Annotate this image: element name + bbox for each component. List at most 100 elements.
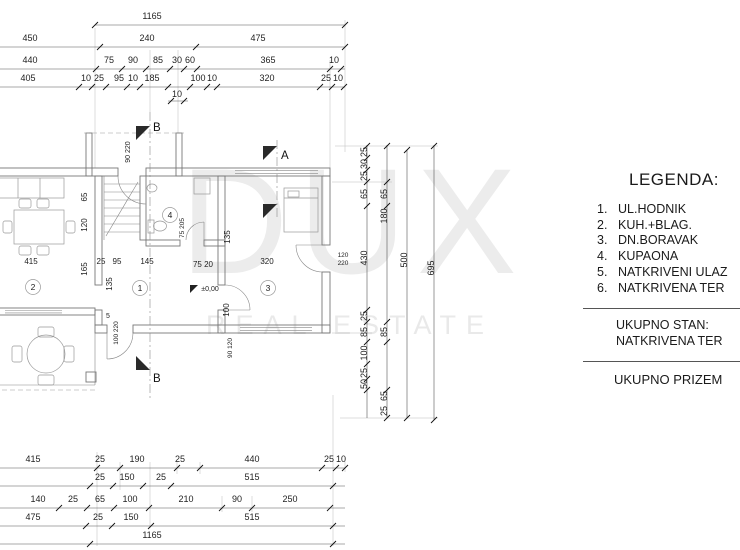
toilet-tank xyxy=(147,219,155,234)
dim-label: 10 xyxy=(329,55,339,65)
dim-label: 165 xyxy=(80,262,89,276)
dim-label: 475 xyxy=(250,33,265,43)
dim-label: 10 xyxy=(128,73,138,83)
total-line: UKUPNO PRIZEM xyxy=(614,372,723,388)
dim-label: 210 xyxy=(178,494,193,504)
dim-label: 25 xyxy=(95,472,105,482)
dim-label: 65 xyxy=(359,189,369,199)
watermark: DUX REAL ESTATE xyxy=(180,146,520,341)
walls xyxy=(0,132,331,391)
dim-label: 10 xyxy=(336,454,346,464)
sink xyxy=(146,183,158,193)
section-a-arrow-mid xyxy=(263,204,277,218)
legend-item-number: 3. xyxy=(597,233,608,248)
dim-label: 25 xyxy=(175,454,185,464)
dim-label: 415 xyxy=(25,454,40,464)
windows xyxy=(5,170,318,331)
toilet-bowl xyxy=(153,220,167,232)
legend-item: 2. KUH.+BLAG. xyxy=(583,218,740,234)
legend-item: 4. KUPAONA xyxy=(583,249,740,265)
dim-label: 65 xyxy=(379,189,389,199)
dim-label: 475 xyxy=(25,512,40,522)
dim-label: 10 xyxy=(207,73,217,83)
room-1-label: 1 xyxy=(138,283,143,293)
dim-label: 415 xyxy=(24,257,38,266)
legend-title: LEGENDA: xyxy=(629,170,719,189)
legend-item: 6. NATKRIVENA TER xyxy=(583,281,740,297)
section-a-label: A xyxy=(281,150,289,162)
dim-label: 75 xyxy=(104,55,114,65)
section-b-label-bottom: B xyxy=(153,373,161,385)
legend-item-label: KUH.+BLAG. xyxy=(618,217,692,232)
legend-item-number: 5. xyxy=(597,264,608,279)
dim-label: 120 xyxy=(338,252,349,259)
dim-label: 25 xyxy=(359,171,369,181)
dim-label: 30 xyxy=(172,55,182,65)
dim-label: 185 xyxy=(144,73,159,83)
dim-label: 25 xyxy=(324,454,334,464)
dim-label: 60 xyxy=(185,55,195,65)
dim-label: 150 xyxy=(123,512,138,522)
dim-label: 25 xyxy=(359,368,369,378)
legend-item: 1. UL.HODNIK xyxy=(583,202,740,218)
section-b-arrow-bottom xyxy=(136,356,150,370)
dim-label: 65 xyxy=(80,192,89,201)
room-2-label: 2 xyxy=(31,282,36,292)
dim-label: 100 xyxy=(222,303,231,317)
legend-item-number: 4. xyxy=(597,249,608,264)
dim-label: 95 xyxy=(114,73,124,83)
dimensions-top: 1165 450 240 475 440 75 90 85 30 60 365 … xyxy=(20,11,343,99)
dim-label: 250 xyxy=(282,494,297,504)
dim-label: 10 xyxy=(81,73,91,83)
dim-label: 65 xyxy=(379,391,389,401)
dim-label: 25 xyxy=(68,494,78,504)
dim-label: 440 xyxy=(244,454,259,464)
dim-label: 65 xyxy=(95,494,105,504)
dim-label: 10 xyxy=(333,73,343,83)
dim-label: 25 xyxy=(95,454,105,464)
dim-label: 90 220 xyxy=(125,141,132,163)
washer xyxy=(193,177,211,195)
dim-label: 515 xyxy=(244,472,259,482)
sofa xyxy=(283,187,319,233)
dim-label: 85 xyxy=(359,327,369,337)
section-b-label-top: B xyxy=(153,122,161,134)
dim-label: 240 xyxy=(139,33,154,43)
dimensions-bottom: 415 25 190 25 440 25 10 25 150 25 515 14… xyxy=(25,454,346,540)
level-label: ±0,00 xyxy=(201,286,219,293)
legend-panel: LEGENDA: 1. UL.HODNIK 2. KUH.+BLAG. 3. D… xyxy=(583,170,740,387)
dim-label: 100 xyxy=(122,494,137,504)
legend-item: 5. NATKRIVENI ULAZ xyxy=(583,265,740,281)
dim-label: 90 xyxy=(128,55,138,65)
dim-label: 25 xyxy=(321,73,331,83)
dim-label: 85 xyxy=(379,327,389,337)
room-3-label: 3 xyxy=(266,283,271,293)
dim-label: 100 xyxy=(359,345,369,360)
furniture xyxy=(0,177,319,386)
dim-label: 140 xyxy=(30,494,45,504)
legend-item-label: UL.HODNIK xyxy=(618,202,687,216)
dim-label: 440 xyxy=(22,55,37,65)
dim-label: 150 xyxy=(119,472,134,482)
dim-label: 405 xyxy=(20,73,35,83)
round-table xyxy=(26,334,66,374)
dim-label: 220 xyxy=(338,260,349,267)
dim-label: 135 xyxy=(105,277,114,291)
dim-label: 190 xyxy=(129,454,144,464)
dim-label: 30 xyxy=(359,159,369,169)
dim-label: 90 120 xyxy=(227,338,234,358)
legend-divider xyxy=(583,361,740,363)
dimension-lines xyxy=(0,21,438,548)
dim-label: 365 xyxy=(260,55,275,65)
dim-label: 50 xyxy=(359,379,369,389)
room-4-label: 4 xyxy=(168,210,173,220)
dim-label: 90 xyxy=(232,494,242,504)
legend-item-label: NATKRIVENI ULAZ xyxy=(618,264,728,279)
legend-item-label: KUPAONA xyxy=(618,249,679,264)
legend-item-number: 2. xyxy=(597,217,608,232)
dim-label: 450 xyxy=(22,33,37,43)
dim-label: 320 xyxy=(260,257,274,266)
dim-label: 25 xyxy=(93,512,103,522)
dim-label: 500 xyxy=(399,252,409,267)
